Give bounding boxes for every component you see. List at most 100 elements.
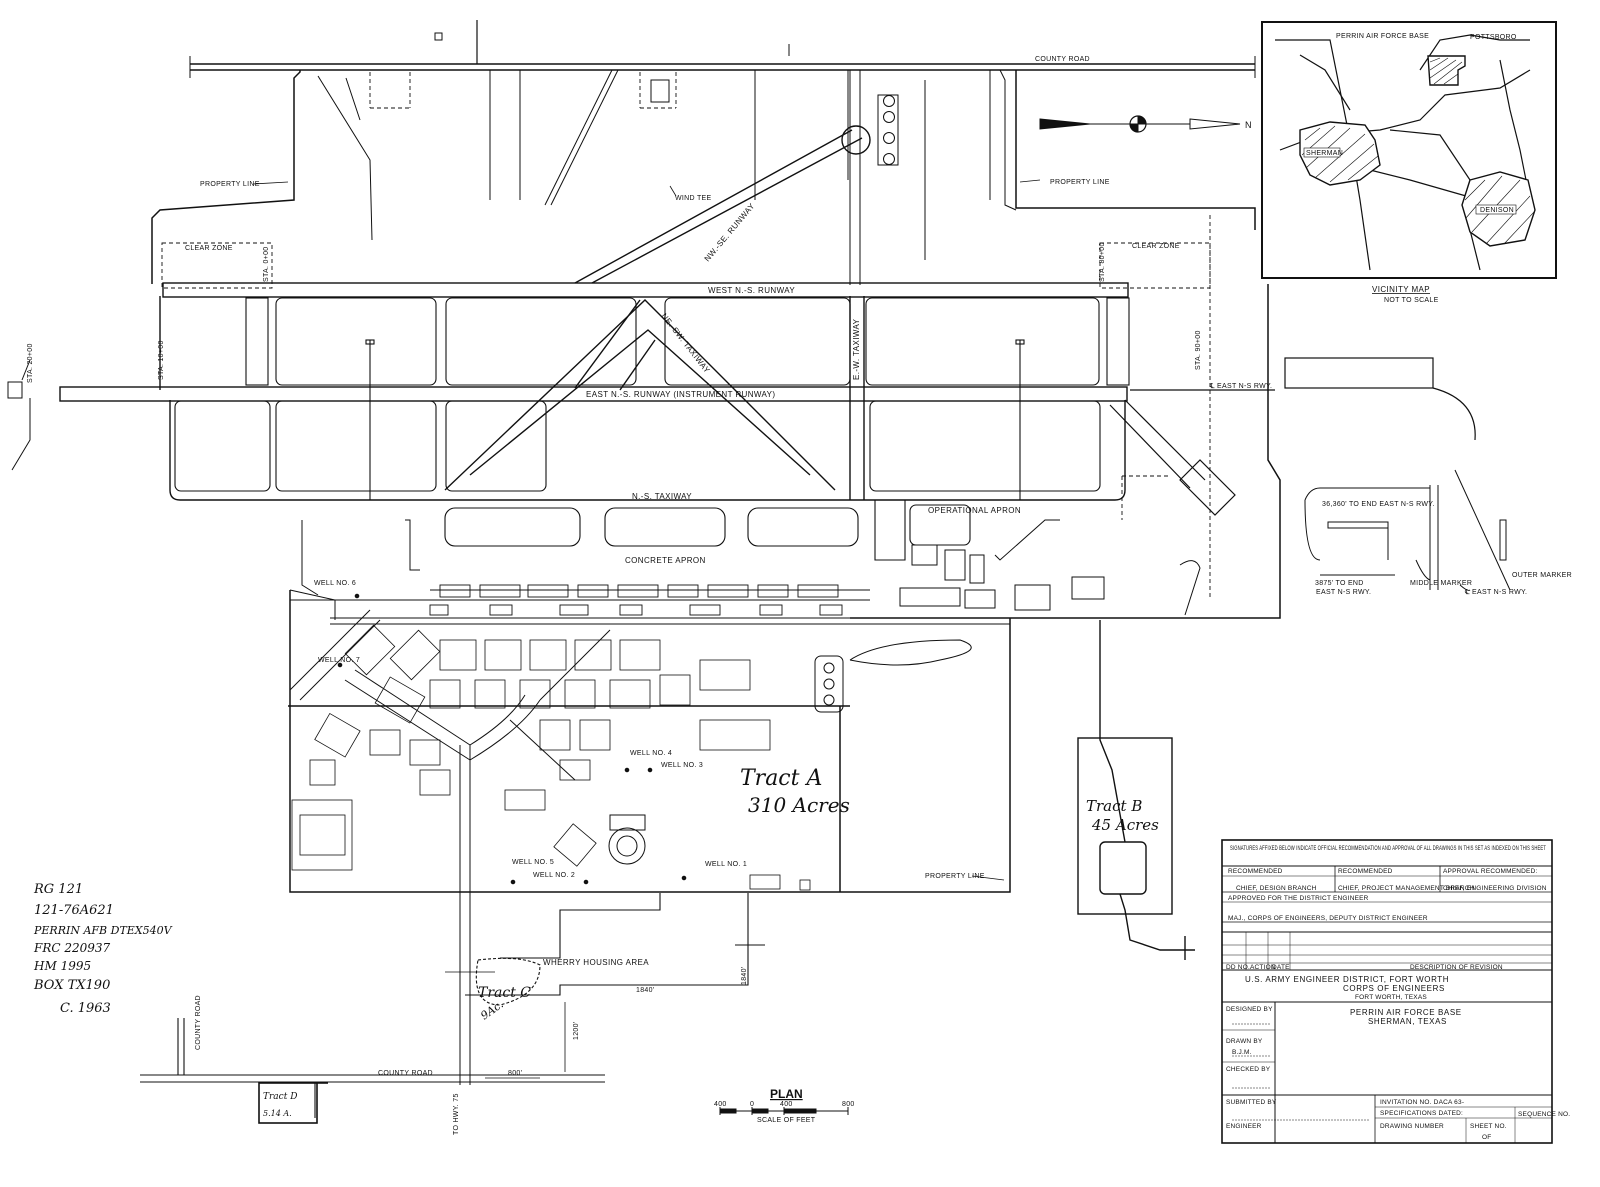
tb-checked-by: CHECKED BY bbox=[1226, 1066, 1271, 1073]
well-2-label: WELL NO. 2 bbox=[533, 872, 575, 879]
station-label-20: STA. 20+00 bbox=[27, 343, 34, 383]
marker-to-end-near: 3875' TO END bbox=[1315, 580, 1364, 587]
tb-rev-col-3: DESCRIPTION OF REVISION bbox=[1410, 964, 1503, 971]
operational-apron-label: OPERATIONAL APRON bbox=[928, 506, 1021, 515]
east-runway-extension bbox=[1109, 357, 1476, 516]
wherry-housing-label: WHERRY HOUSING AREA bbox=[543, 958, 649, 967]
station-label-10: STA. 10+00 bbox=[158, 340, 165, 380]
concrete-apron-label: CONCRETE APRON bbox=[625, 556, 706, 565]
vicinity-sherman-label: SHERMAN bbox=[1306, 150, 1343, 157]
marker-east-cl-label: ℄ EAST N-S RWY. bbox=[1464, 589, 1527, 596]
county-road-south-label: COUNTY ROAD bbox=[378, 1070, 433, 1077]
vicinity-base-label: PERRIN AIR FORCE BASE bbox=[1336, 33, 1429, 40]
tract-d-name: Tract D bbox=[263, 1092, 297, 1102]
archive-note-1: 121-76A621 bbox=[34, 903, 114, 918]
property-line-south-label: PROPERTY LINE bbox=[925, 873, 985, 880]
north-roads bbox=[317, 69, 1017, 285]
marker-east-rwy-label: ℄ EAST N-S RWY. bbox=[1209, 383, 1272, 390]
county-road-north-label: COUNTY ROAD bbox=[1035, 56, 1090, 63]
vicinity-map-note: NOT TO SCALE bbox=[1384, 297, 1439, 304]
runway-system bbox=[59, 125, 1129, 501]
tb-engineer: ENGINEER bbox=[1226, 1123, 1262, 1130]
dim-1200: 1200' bbox=[573, 1022, 580, 1040]
middle-marker-label: MIDDLE MARKER bbox=[1410, 580, 1472, 587]
north-county-road bbox=[189, 20, 1256, 78]
well-7-label: WELL NO. 7 bbox=[318, 657, 360, 664]
tb-rev-col-2: DATE bbox=[1272, 964, 1290, 971]
tb-project-name: PERRIN AIR FORCE BASE bbox=[1350, 1008, 1462, 1017]
scale-tick-1: 0 bbox=[750, 1101, 754, 1108]
vicinity-base-shape bbox=[1427, 55, 1466, 86]
station-label-90: STA. 90+00 bbox=[1195, 330, 1202, 370]
tb-deputy: MAJ., CORPS OF ENGINEERS, DEPUTY DISTRIC… bbox=[1228, 915, 1428, 922]
property-line-east-label: PROPERTY LINE bbox=[1050, 179, 1110, 186]
well-3-label: WELL NO. 3 bbox=[661, 762, 703, 769]
title-block bbox=[1221, 839, 1553, 1144]
runway-infields bbox=[174, 297, 1130, 561]
vicinity-pottsboro-label: POTTSBORO bbox=[1470, 34, 1517, 41]
scale-tick-0: 400 bbox=[714, 1101, 727, 1108]
dim-1840-b: 1840' bbox=[741, 967, 748, 985]
tb-recommended-1: RECOMMENDED bbox=[1228, 868, 1283, 875]
tb-drawn-by: DRAWN BY bbox=[1226, 1038, 1263, 1045]
tb-chief-eng: CHIEF, ENGINEERING DIVISION bbox=[1443, 885, 1547, 892]
dim-800: 800' bbox=[508, 1070, 522, 1077]
north-arrow-icon: N bbox=[1039, 115, 1252, 133]
tb-chief-project: CHIEF, PROJECT MANAGEMENT BRANCH bbox=[1338, 885, 1475, 892]
runway-west-extension bbox=[7, 359, 31, 471]
tb-project-loc: SHERMAN, TEXAS bbox=[1368, 1017, 1447, 1026]
tb-chief-design: CHIEF, DESIGN BRANCH bbox=[1236, 885, 1317, 892]
well-5-label: WELL NO. 5 bbox=[512, 859, 554, 866]
tb-notice-1: SIGNATURES AFFIXED BELOW INDICATE OFFICI… bbox=[1230, 845, 1546, 852]
tract-a-name: Tract A bbox=[740, 766, 822, 791]
clear-zone-west-label: CLEAR ZONE bbox=[185, 245, 233, 252]
tb-corps: CORPS OF ENGINEERS bbox=[1343, 984, 1445, 993]
tb-drawn-initials: B.J.M. bbox=[1232, 1049, 1252, 1056]
tb-approved-for: APPROVED FOR THE DISTRICT ENGINEER bbox=[1228, 895, 1369, 902]
tb-rev-col-1: ACTION bbox=[1250, 964, 1276, 971]
outer-marker-label: OUTER MARKER bbox=[1512, 572, 1572, 579]
tb-approval-rec: APPROVAL RECOMMENDED: bbox=[1443, 868, 1538, 875]
tract-a-area: 310 Acres bbox=[748, 793, 850, 817]
marker-detail-diagram bbox=[1304, 469, 1511, 591]
vicinity-map-title: VICINITY MAP bbox=[1372, 285, 1430, 294]
wind-tee-label: WIND TEE bbox=[675, 195, 712, 202]
ns-taxiway-label: N.-S. TAXIWAY bbox=[632, 492, 692, 501]
scale-tick-3: 800 bbox=[842, 1101, 855, 1108]
svg-text:N: N bbox=[1245, 120, 1252, 130]
scale-caption: SCALE OF FEET bbox=[757, 1117, 816, 1124]
well-4-label: WELL NO. 4 bbox=[630, 750, 672, 757]
tb-rev-col-0: DD NO. bbox=[1226, 964, 1250, 971]
tb-sequence-no: SEQUENCE NO. bbox=[1518, 1111, 1570, 1118]
scale-tick-2: 400 bbox=[780, 1101, 793, 1108]
archive-note-2: PERRIN AFB DTEX540V bbox=[33, 924, 173, 937]
station-label-80: STA. 80+00 bbox=[1099, 242, 1106, 282]
tract-d-area: 5.14 A. bbox=[263, 1109, 292, 1118]
tract-d-parcel bbox=[258, 1082, 328, 1124]
marker-near-runway: EAST N-S RWY. bbox=[1316, 589, 1371, 596]
tb-recommended-2: RECOMMENDED bbox=[1338, 868, 1393, 875]
station-label-0: STA. 0+00 bbox=[263, 247, 270, 282]
east-runway-label: EAST N.-S. RUNWAY (INSTRUMENT RUNWAY) bbox=[586, 390, 775, 399]
archive-note-6: C. 1963 bbox=[60, 1001, 111, 1016]
tb-invitation: INVITATION NO. DACA 63- bbox=[1380, 1099, 1464, 1106]
archive-note-5: BOX TX190 bbox=[33, 978, 110, 993]
county-road-vertical-label: COUNTY ROAD bbox=[195, 995, 202, 1050]
well-6-label: WELL NO. 6 bbox=[314, 580, 356, 587]
tb-designed-by: DESIGNED BY bbox=[1226, 1006, 1273, 1013]
tract-c-name: Tract C bbox=[478, 985, 531, 1001]
marker-to-end-far: 36,360' TO END EAST N-S RWY. bbox=[1322, 501, 1435, 508]
tb-city: FORT WORTH, TEXAS bbox=[1355, 994, 1427, 1001]
archive-note-4: HM 1995 bbox=[33, 959, 91, 973]
south-roads bbox=[140, 893, 765, 1118]
tract-b-parcel bbox=[1077, 620, 1195, 960]
tb-specs-dated: SPECIFICATIONS DATED: bbox=[1380, 1110, 1463, 1117]
archive-note-3: FRC 220937 bbox=[33, 941, 111, 955]
tb-sheet-of: OF bbox=[1482, 1134, 1491, 1141]
archive-notes: RG 121 121-76A621 PERRIN AFB DTEX540V FR… bbox=[33, 882, 173, 1016]
scale-bar bbox=[719, 1107, 849, 1115]
tract-b-area: 45 Acres bbox=[1091, 816, 1159, 834]
vicinity-denison-label: DENISON bbox=[1480, 207, 1514, 214]
vicinity-map: PERRIN AIR FORCE BASE POTTSBORO SHERMAN … bbox=[1261, 21, 1557, 279]
